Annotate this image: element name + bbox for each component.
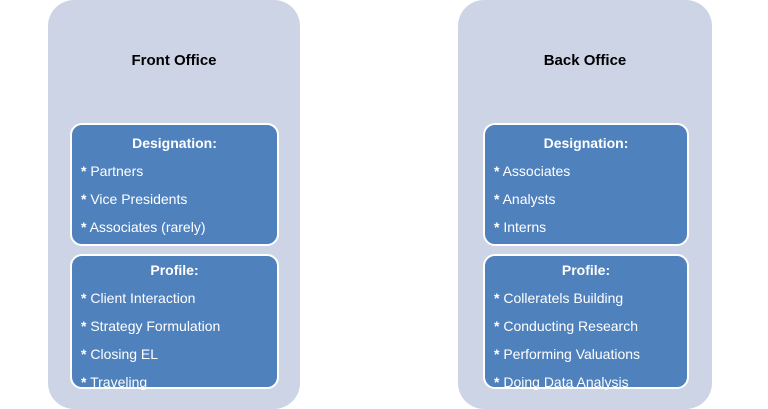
profile-list: * Colleratels Building * Conducting Rese… <box>494 284 683 396</box>
back-office-designation-box: Designation: * Associates * Analysts * I… <box>483 123 689 246</box>
list-item-label: Partners <box>90 163 144 179</box>
list-item-label: Vice Presidents <box>90 191 188 207</box>
list-item: * Doing Data Analysis <box>494 368 683 396</box>
designation-heading: Designation: <box>543 135 629 151</box>
list-item: * Associates <box>494 157 683 185</box>
bullet: * <box>494 191 500 207</box>
list-item-label: Interns <box>503 219 547 235</box>
bullet: * <box>81 219 87 235</box>
designation-list: * Associates * Analysts * Interns <box>494 157 683 241</box>
list-item: * Interns <box>494 213 683 241</box>
designation-list: * Partners * Vice Presidents * Associate… <box>81 157 273 241</box>
list-item: * Closing EL <box>81 340 273 368</box>
list-item: * Traveling <box>81 368 273 396</box>
bullet: * <box>494 374 500 390</box>
list-item: * Strategy Formulation <box>81 312 273 340</box>
list-item: * Colleratels Building <box>494 284 683 312</box>
list-item-label: Traveling <box>90 374 148 390</box>
list-item-label: Conducting Research <box>503 318 638 334</box>
front-office-title: Front Office <box>131 52 217 69</box>
list-item: * Vice Presidents <box>81 185 273 213</box>
list-item-label: Associates <box>502 163 571 179</box>
list-item-label: Analysts <box>502 191 556 207</box>
profile-heading: Profile: <box>561 262 611 278</box>
list-item: * Client Interaction <box>81 284 273 312</box>
list-item-label: Closing EL <box>90 346 159 362</box>
bullet: * <box>494 290 500 306</box>
front-office-designation-box: Designation: * Partners * Vice President… <box>70 123 279 246</box>
back-office-profile-box: Profile: * Colleratels Building * Conduc… <box>483 254 689 390</box>
bullet: * <box>494 219 500 235</box>
list-item-label: Associates (rarely) <box>89 219 206 235</box>
list-item-label: Performing Valuations <box>503 346 641 362</box>
back-office-panel: Back Office Designation: * Associates * … <box>458 0 712 409</box>
bullet: * <box>81 290 87 306</box>
list-item-label: Colleratels Building <box>503 290 624 306</box>
designation-heading: Designation: <box>132 135 217 151</box>
front-office-profile-box: Profile: * Client Interaction * Strategy… <box>70 254 279 390</box>
list-item: * Analysts <box>494 185 683 213</box>
bullet: * <box>81 163 87 179</box>
bullet: * <box>494 163 500 179</box>
list-item-label: Client Interaction <box>90 290 196 306</box>
list-item: * Associates (rarely) <box>81 213 273 241</box>
bullet: * <box>494 318 500 334</box>
bullet: * <box>81 318 87 334</box>
profile-list: * Client Interaction * Strategy Formulat… <box>81 284 273 396</box>
profile-heading: Profile: <box>150 262 199 278</box>
list-item: * Partners <box>81 157 273 185</box>
bullet: * <box>81 191 87 207</box>
list-item: * Conducting Research <box>494 312 683 340</box>
front-office-panel: Front Office Designation: * Partners * V… <box>48 0 300 409</box>
list-item-label: Doing Data Analysis <box>503 374 629 390</box>
list-item: * Performing Valuations <box>494 340 683 368</box>
bullet: * <box>81 346 87 362</box>
list-item-label: Strategy Formulation <box>90 318 221 334</box>
bullet: * <box>494 346 500 362</box>
bullet: * <box>81 374 87 390</box>
back-office-title: Back Office <box>543 52 627 69</box>
